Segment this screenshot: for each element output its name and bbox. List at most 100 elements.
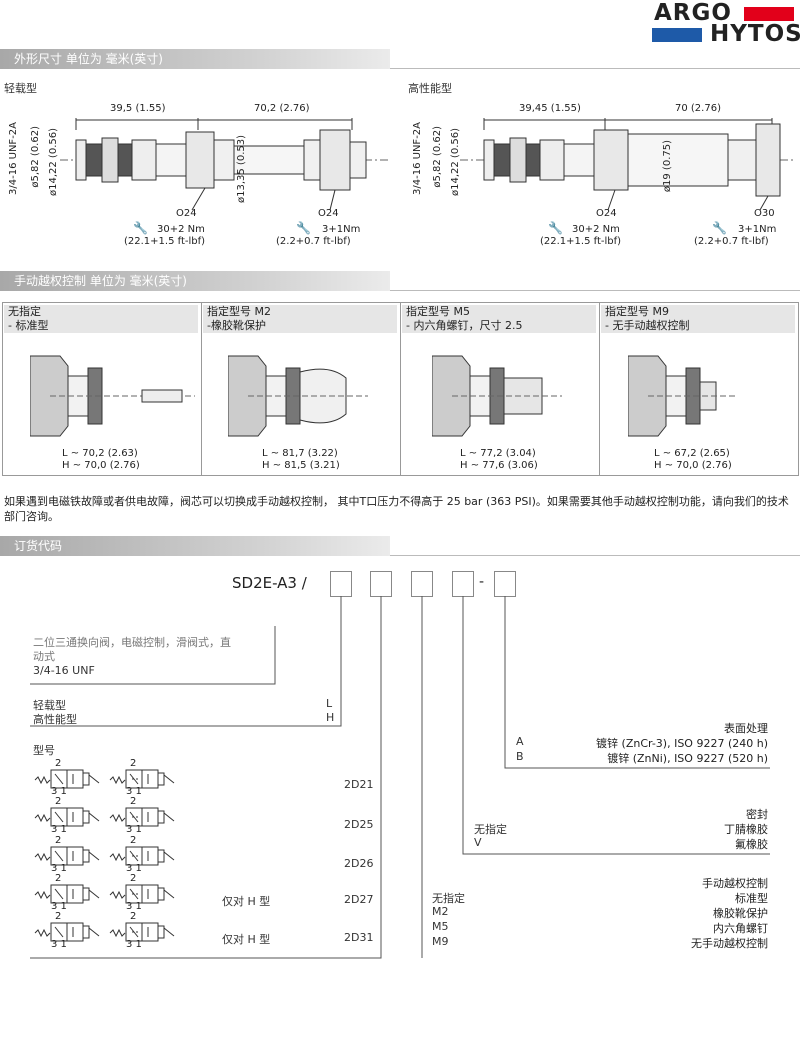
valve-symbol: 2 3 1 [33, 873, 105, 913]
port-label-a: 2 [130, 873, 137, 884]
light-diameter-2: ø14,22 (0.56) [48, 128, 59, 196]
light-dim-left: 39,5 (1.55) [110, 103, 166, 114]
mo-code-m9: M9 [432, 935, 449, 948]
seal-text-v: 氟橡胶 [735, 838, 768, 851]
section-title-order: 订货代码 [0, 536, 390, 556]
order-desc-line2: 动式 [33, 650, 55, 663]
order-code-prefix: SD2E-A3 / [232, 574, 307, 592]
port-label-b: 3 1 [126, 786, 142, 797]
mo-code-default: 无指定 [432, 892, 465, 905]
port-label-b: 3 1 [51, 901, 67, 912]
port-label-a: 2 [130, 835, 137, 846]
override-col-1-header: 无指定 - 标准型 [4, 305, 198, 333]
seal-text-default: 丁腈橡胶 [724, 823, 768, 836]
override-m2-L: L ~ 81,7 (3.22) [262, 448, 338, 459]
light-torque-1a: 30+2 Nm [157, 224, 205, 235]
wrench-icon: 🔧 [712, 221, 727, 235]
port-label-b: 3 1 [51, 939, 67, 950]
port-label-a: 2 [55, 873, 62, 884]
override-col-4-header: 指定型号 M9 - 无手动越权控制 [601, 305, 795, 333]
light-torque-1b: (22.1+1.5 ft-lbf) [124, 236, 206, 247]
heavy-torque-1a: 30+2 Nm [572, 224, 620, 235]
mo-text-m9: 无手动越权控制 [691, 937, 768, 950]
light-diameter-1: ø5,82 (0.62) [30, 126, 41, 188]
heavy-diameter-2: ø14,22 (0.56) [450, 128, 461, 196]
override-col-1-subtitle: - 标准型 [8, 319, 49, 332]
section-title-dims: 外形尺寸 单位为 毫米(英寸) [0, 49, 390, 69]
seal-title: 密封 [746, 808, 768, 821]
port-label-a: 2 [55, 835, 62, 846]
port-label-a: 2 [130, 758, 137, 769]
valve-symbol: 2 3 1 [108, 835, 180, 875]
section-divider [0, 555, 800, 556]
mo-text-m5: 内六角螺钉 [713, 922, 768, 935]
heavy-dim-left: 39,45 (1.55) [519, 103, 581, 114]
column-divider [400, 303, 401, 475]
valve-symbol: 2 3 1 [108, 758, 180, 798]
mo-code-m5: M5 [432, 920, 449, 933]
override-col-3-title: 指定型号 M5 [406, 305, 470, 318]
override-col-4-subtitle: - 无手动越权控制 [605, 319, 690, 332]
override-table [2, 302, 799, 476]
order-type-code-H: H [326, 711, 335, 724]
order-type-heavy: 高性能型 [33, 713, 77, 726]
seal-code-v: V [474, 836, 482, 849]
port-label-a: 2 [55, 796, 62, 807]
section-divider [0, 290, 800, 291]
mo-title: 手动越权控制 [702, 877, 768, 890]
port-label-b: 3 1 [126, 863, 142, 874]
wrench-icon: 🔧 [296, 221, 311, 235]
port-label-a: 2 [55, 911, 62, 922]
mo-text-default: 标准型 [735, 892, 768, 905]
heavy-dim-right: 70 (2.76) [675, 103, 721, 114]
order-leader-lines [30, 596, 770, 959]
mo-code-m2: M2 [432, 905, 449, 918]
order-box-override [411, 571, 433, 597]
override-col-2-title: 指定型号 M2 [207, 305, 271, 318]
port-label-b: 3 1 [51, 863, 67, 874]
logo-argo-text: ARGO [654, 0, 732, 26]
order-dash: - [479, 574, 485, 590]
order-desc-line1: 二位三通换向阀，电磁控制，滑阀式，直 [33, 636, 231, 649]
override-col-2-header: 指定型号 M2 -橡胶靴保护 [203, 305, 397, 333]
section-divider [0, 68, 800, 69]
override-col-3-subtitle: - 内六角螺钉，尺寸 2.5 [406, 319, 523, 332]
port-label-b: 3 1 [126, 824, 142, 835]
model-code-2d27: 2D27 [344, 893, 374, 906]
light-valve-drawing [60, 118, 390, 211]
port-label-b: 3 1 [126, 939, 142, 950]
heavy-type-title: 高性能型 [408, 82, 452, 95]
light-type-title: 轻载型 [4, 82, 37, 95]
override-standard-L: L ~ 70,2 (2.63) [62, 448, 138, 459]
order-type-code-L: L [326, 697, 333, 710]
override-m5-L: L ~ 77,2 (3.04) [460, 448, 536, 459]
order-box-seal [452, 571, 474, 597]
valve-symbol: 2 3 1 [108, 911, 180, 951]
port-label-a: 2 [130, 911, 137, 922]
light-dim-right: 70,2 (2.76) [254, 103, 310, 114]
surface-code-a: A [516, 735, 524, 748]
heavy-hex-1: O24 [596, 208, 617, 219]
mo-text-m2: 橡胶靴保护 [713, 907, 768, 920]
seal-code-default: 无指定 [474, 823, 507, 836]
light-hex-1: O24 [176, 208, 197, 219]
column-divider [201, 303, 202, 475]
logo-blue-bar [652, 28, 702, 42]
override-m9-H: H ~ 70,0 (2.76) [654, 460, 732, 471]
override-standard-H: H ~ 70,0 (2.76) [62, 460, 140, 471]
override-rubber-boot-drawing [228, 355, 368, 437]
valve-symbol: 2 3 1 [33, 835, 105, 875]
section-title-override: 手动越权控制 单位为 毫米(英寸) [0, 271, 390, 291]
override-standard-drawing [30, 355, 195, 437]
port-label-a: 2 [55, 758, 62, 769]
light-torque-2a: 3+1Nm [322, 224, 361, 235]
surface-text-a: 镀锌 (ZnCr-3), ISO 9227 (240 h) [596, 737, 768, 750]
light-hex-2: O24 [318, 208, 339, 219]
column-divider [599, 303, 600, 475]
override-col-1-title: 无指定 [8, 305, 41, 318]
logo-hytos-text: HYTOS [710, 21, 800, 47]
light-diameter-3: ø13,35 (0.53) [236, 135, 247, 203]
order-desc-line3: 3/4-16 UNF [33, 664, 95, 677]
heavy-valve-drawing [460, 118, 795, 211]
